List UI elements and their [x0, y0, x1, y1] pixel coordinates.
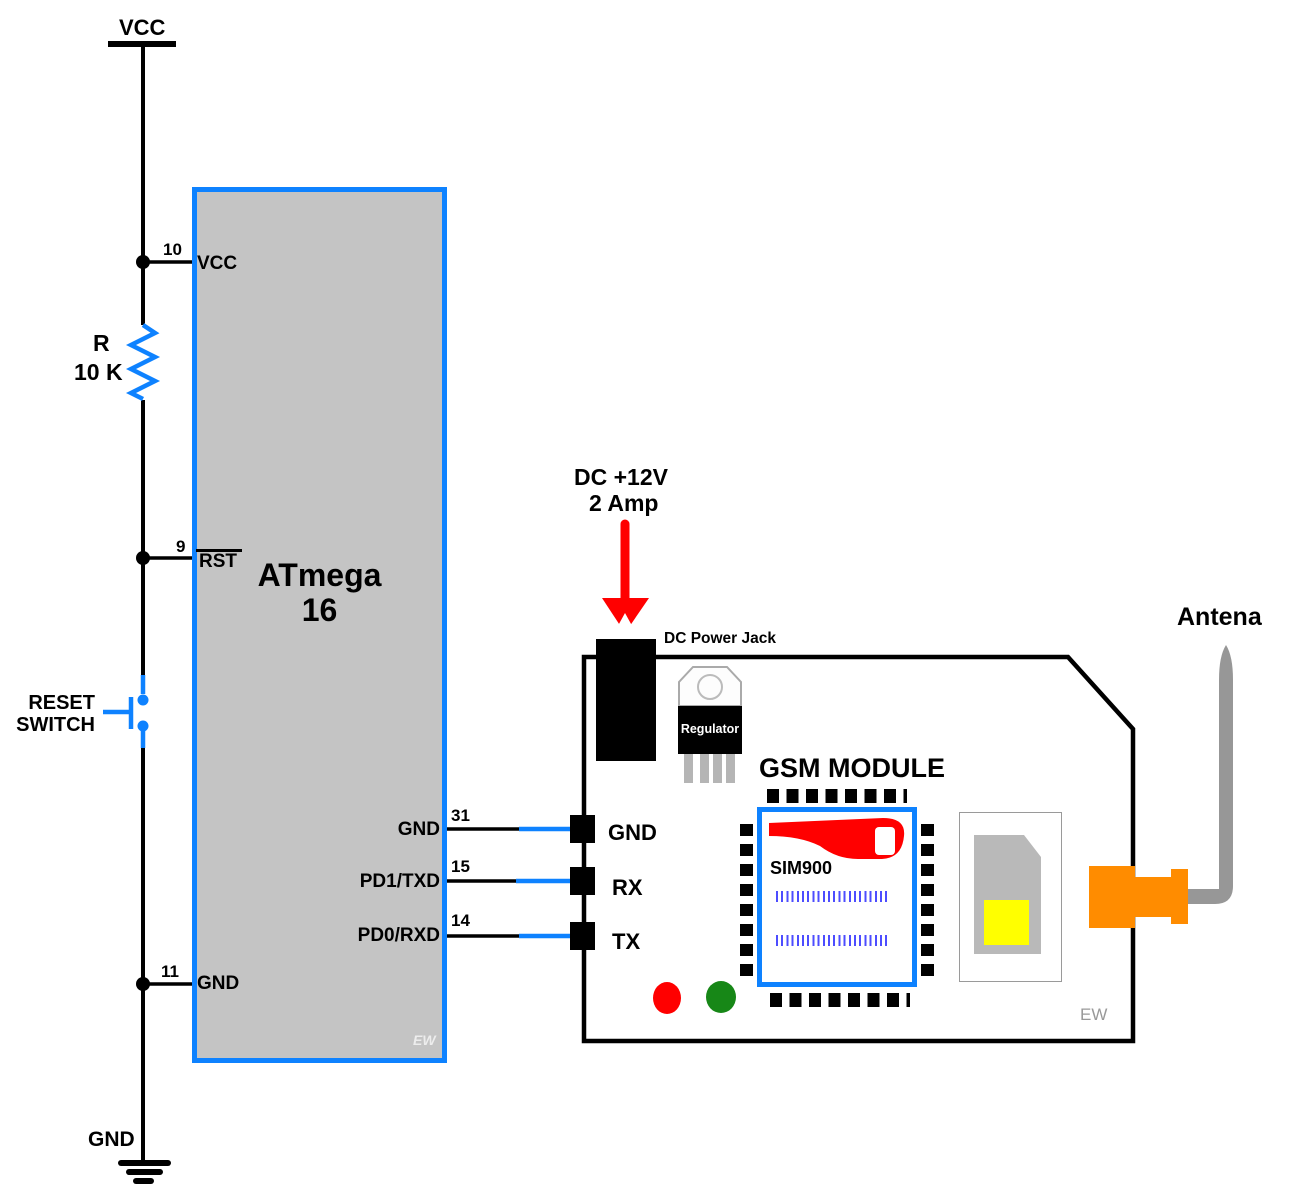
led-red	[653, 982, 681, 1014]
gsm-watermark: EW	[1080, 1005, 1108, 1024]
sim900-label: SIM900	[770, 858, 833, 878]
mcu-pin-gnd31-label: GND	[397, 819, 440, 840]
mcu-pin-rxd-label: PD0/RXD	[357, 925, 440, 946]
pin-number-11: 11	[161, 962, 179, 981]
gsm-pin-rx-label: RX	[612, 875, 643, 900]
wire-pin9	[136, 551, 194, 565]
atmega16-chip	[192, 187, 447, 1063]
reset-switch-label-2: SWITCH	[16, 714, 95, 736]
gsm-pad-gnd	[570, 815, 595, 843]
resistor-value: 10 K	[74, 359, 123, 385]
vcc-rail-label: VCC	[119, 15, 166, 40]
pin-number-10: 10	[163, 240, 182, 259]
antenna-connector	[1089, 866, 1188, 928]
gsm-pin-gnd-label: GND	[608, 820, 657, 845]
chip-pads-bottom	[770, 993, 910, 1007]
chip-pads-right	[921, 824, 934, 980]
supply-arrow-icon	[602, 519, 649, 633]
rst-overline	[196, 549, 242, 552]
wire-pin10	[136, 255, 194, 269]
chip-pads-left	[740, 824, 753, 980]
supply-voltage-label: DC +12V	[574, 464, 668, 490]
mcu-pin-gnd11-label: GND	[197, 973, 240, 994]
gsm-pin-tx-label: TX	[612, 929, 641, 954]
regulator-label: Regulator	[680, 722, 740, 736]
mcu-watermark: EW	[413, 1032, 436, 1048]
simcom-logo	[769, 818, 905, 859]
resistor-symbol	[125, 323, 161, 402]
antenna-icon	[1188, 645, 1233, 904]
mcu-subtitle: 16	[301, 592, 338, 629]
mcu-pin-txd-label: PD1/TXD	[359, 871, 440, 892]
chip-pads-top	[767, 789, 907, 803]
pin-number-31: 31	[451, 806, 470, 825]
gsm-pad-rx	[570, 867, 595, 895]
mcu-pin-rst-label: RST	[199, 551, 237, 572]
led-green	[706, 981, 736, 1013]
mcu-pin-vcc-label: VCC	[197, 253, 238, 274]
pin-number-14: 14	[451, 911, 470, 930]
ground-symbol	[118, 1160, 171, 1184]
pin-number-15: 15	[451, 857, 470, 876]
dc-power-jack	[596, 639, 656, 761]
mcu-title: ATmega	[257, 557, 382, 593]
vcc-symbol	[108, 41, 176, 325]
sim-card-icon	[974, 835, 1041, 954]
gsm-module-title: GSM MODULE	[759, 753, 945, 783]
sim-card-holder	[959, 812, 1062, 982]
chip-tick-row-2	[776, 935, 890, 946]
pin-number-9: 9	[176, 537, 186, 556]
mcu-title-block: ATmega 16	[192, 557, 447, 629]
resistor-name: R	[93, 330, 110, 356]
gnd-rail-label: GND	[88, 1128, 135, 1151]
supply-current-label: 2 Amp	[589, 490, 659, 516]
antenna-label: Antena	[1177, 603, 1262, 631]
gsm-pad-tx	[570, 922, 595, 950]
reset-switch-label-1: RESET	[28, 692, 95, 714]
wire-pin11	[136, 977, 194, 991]
reset-switch-symbol	[103, 675, 149, 748]
voltage-regulator	[678, 666, 742, 783]
chip-tick-row-1	[776, 891, 890, 902]
dc-jack-label: DC Power Jack	[664, 630, 776, 647]
